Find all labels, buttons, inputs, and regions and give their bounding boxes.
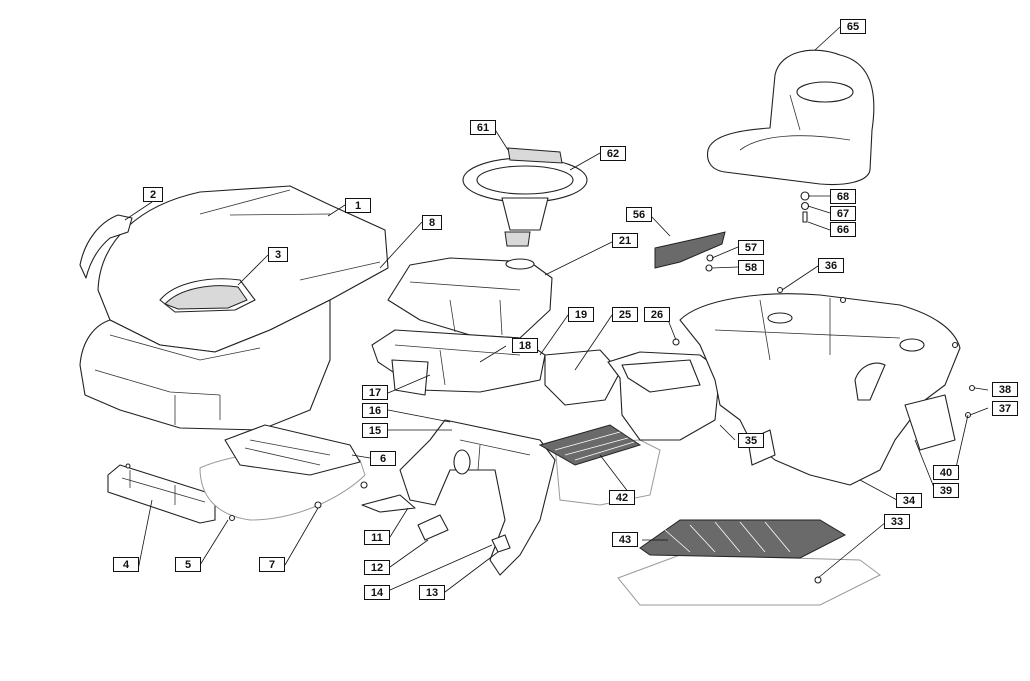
callout-17: 17 [362, 385, 388, 400]
hood-grip-icon [79, 214, 133, 279]
callout-42: 42 [609, 490, 635, 505]
callout-6: 6 [370, 451, 396, 466]
callout-1: 1 [345, 198, 371, 213]
callout-11: 11 [364, 530, 390, 545]
callout-19: 19 [568, 307, 594, 322]
callout-56: 56 [626, 207, 652, 222]
callout-26: 26 [644, 307, 670, 322]
callout-8: 8 [422, 215, 442, 230]
seat-assembly [706, 49, 875, 223]
steering-shaft-icon [504, 231, 531, 247]
callout-2: 2 [143, 187, 163, 202]
callout-35: 35 [738, 433, 764, 448]
callout-43: 43 [612, 532, 638, 547]
callout-57: 57 [738, 240, 764, 255]
callout-68: 68 [830, 189, 856, 204]
callout-15: 15 [362, 423, 388, 438]
callout-14: 14 [364, 585, 390, 600]
callout-7: 7 [259, 557, 285, 572]
callout-62: 62 [600, 146, 626, 161]
callout-12: 12 [364, 560, 390, 575]
callout-38: 38 [992, 382, 1018, 397]
callout-4: 4 [113, 557, 139, 572]
hood-window-icon [164, 285, 248, 310]
callout-37: 37 [992, 401, 1018, 416]
callout-25: 25 [612, 307, 638, 322]
rear-floor-assembly [617, 519, 881, 606]
callout-40: 40 [933, 465, 959, 480]
callout-67: 67 [830, 206, 856, 221]
callout-58: 58 [738, 260, 764, 275]
front-plate-assembly [107, 424, 368, 524]
rear-grab-handle-icon [654, 231, 726, 269]
dashboard-assembly [371, 147, 588, 396]
callout-65: 65 [840, 19, 866, 34]
callout-18: 18 [512, 338, 538, 353]
callout-33: 33 [884, 514, 910, 529]
callout-61: 61 [470, 120, 496, 135]
center-assembly [544, 338, 721, 441]
callout-3: 3 [268, 247, 288, 262]
hood-assembly [79, 185, 389, 431]
callout-39: 39 [933, 483, 959, 498]
callout-13: 13 [419, 585, 445, 600]
front-shroud-assembly [361, 419, 661, 576]
callout-21: 21 [612, 233, 638, 248]
callout-34: 34 [896, 493, 922, 508]
rear-mat-icon [639, 519, 847, 559]
steering-cap-icon [507, 147, 563, 164]
callout-66: 66 [830, 222, 856, 237]
callout-5: 5 [175, 557, 201, 572]
callout-16: 16 [362, 403, 388, 418]
callout-36: 36 [818, 258, 844, 273]
